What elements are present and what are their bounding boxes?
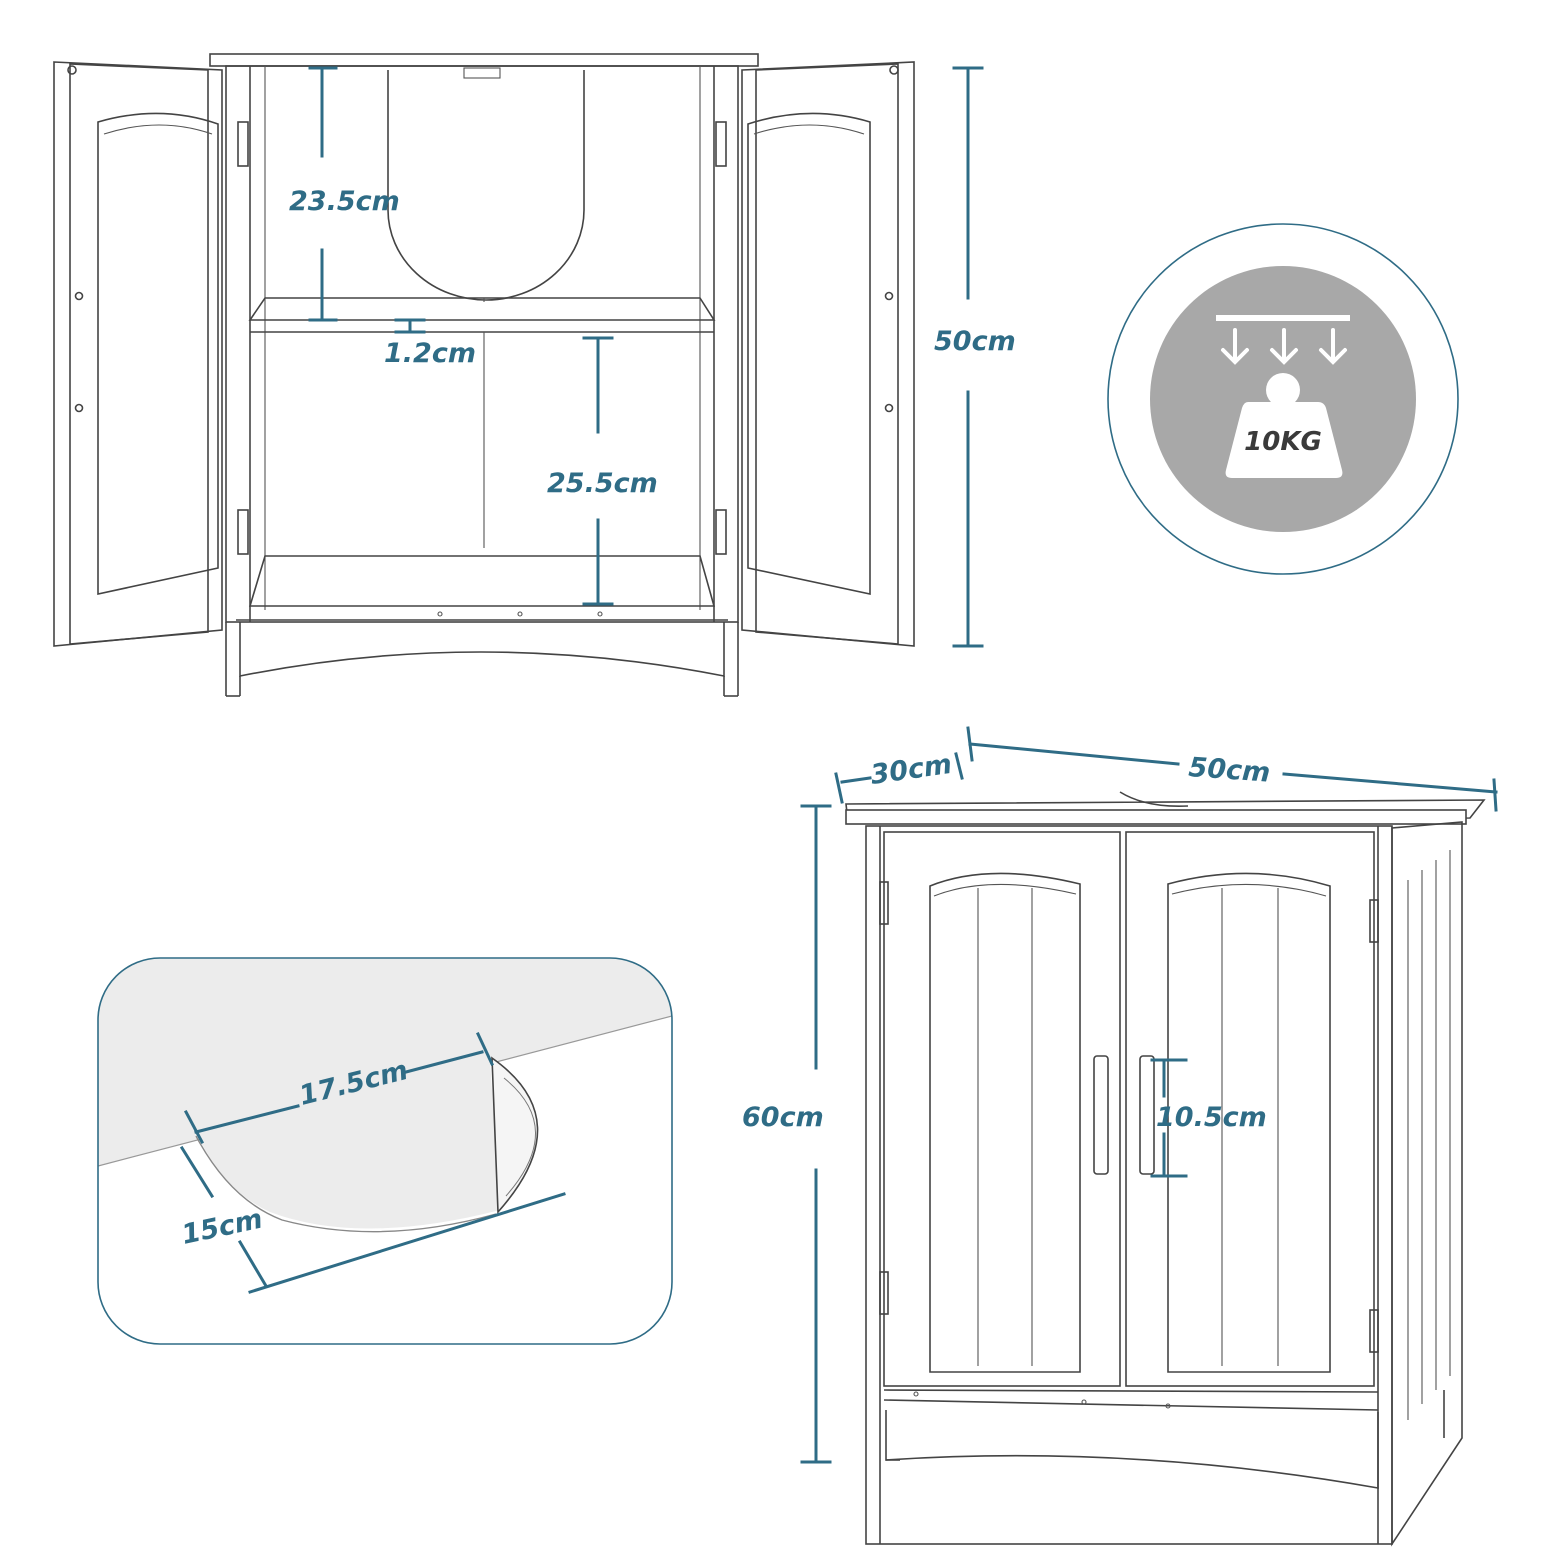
cutout-detail-panel: 17.5cm 15cm: [97, 957, 673, 1345]
shelf-thickness-label: 1.2cm: [384, 338, 476, 369]
weight-load-icon: [1216, 315, 1350, 478]
shelf-gap-bottom-label: 25.5cm: [547, 468, 658, 499]
closed-cabinet-drawing: [845, 791, 1486, 1547]
load-capacity-label: 10KG: [1244, 427, 1322, 457]
inner-height-label: 50cm: [934, 326, 1016, 357]
depth-label: 30cm: [869, 749, 954, 791]
handle-length-label: 10.5cm: [1156, 1102, 1267, 1133]
shelf-gap-top-label: 23.5cm: [289, 186, 400, 217]
front-view-dimensions: 30cm 50cm 60cm 10.5cm: [742, 726, 1498, 1464]
height-label: 60cm: [742, 1102, 824, 1133]
width-label: 50cm: [1188, 752, 1272, 789]
load-capacity-badge: 10KG: [1107, 223, 1459, 575]
open-cabinet-drawing: [53, 53, 915, 697]
open-view-dimensions: 23.5cm 1.2cm 25.5cm 50cm: [289, 66, 1016, 648]
